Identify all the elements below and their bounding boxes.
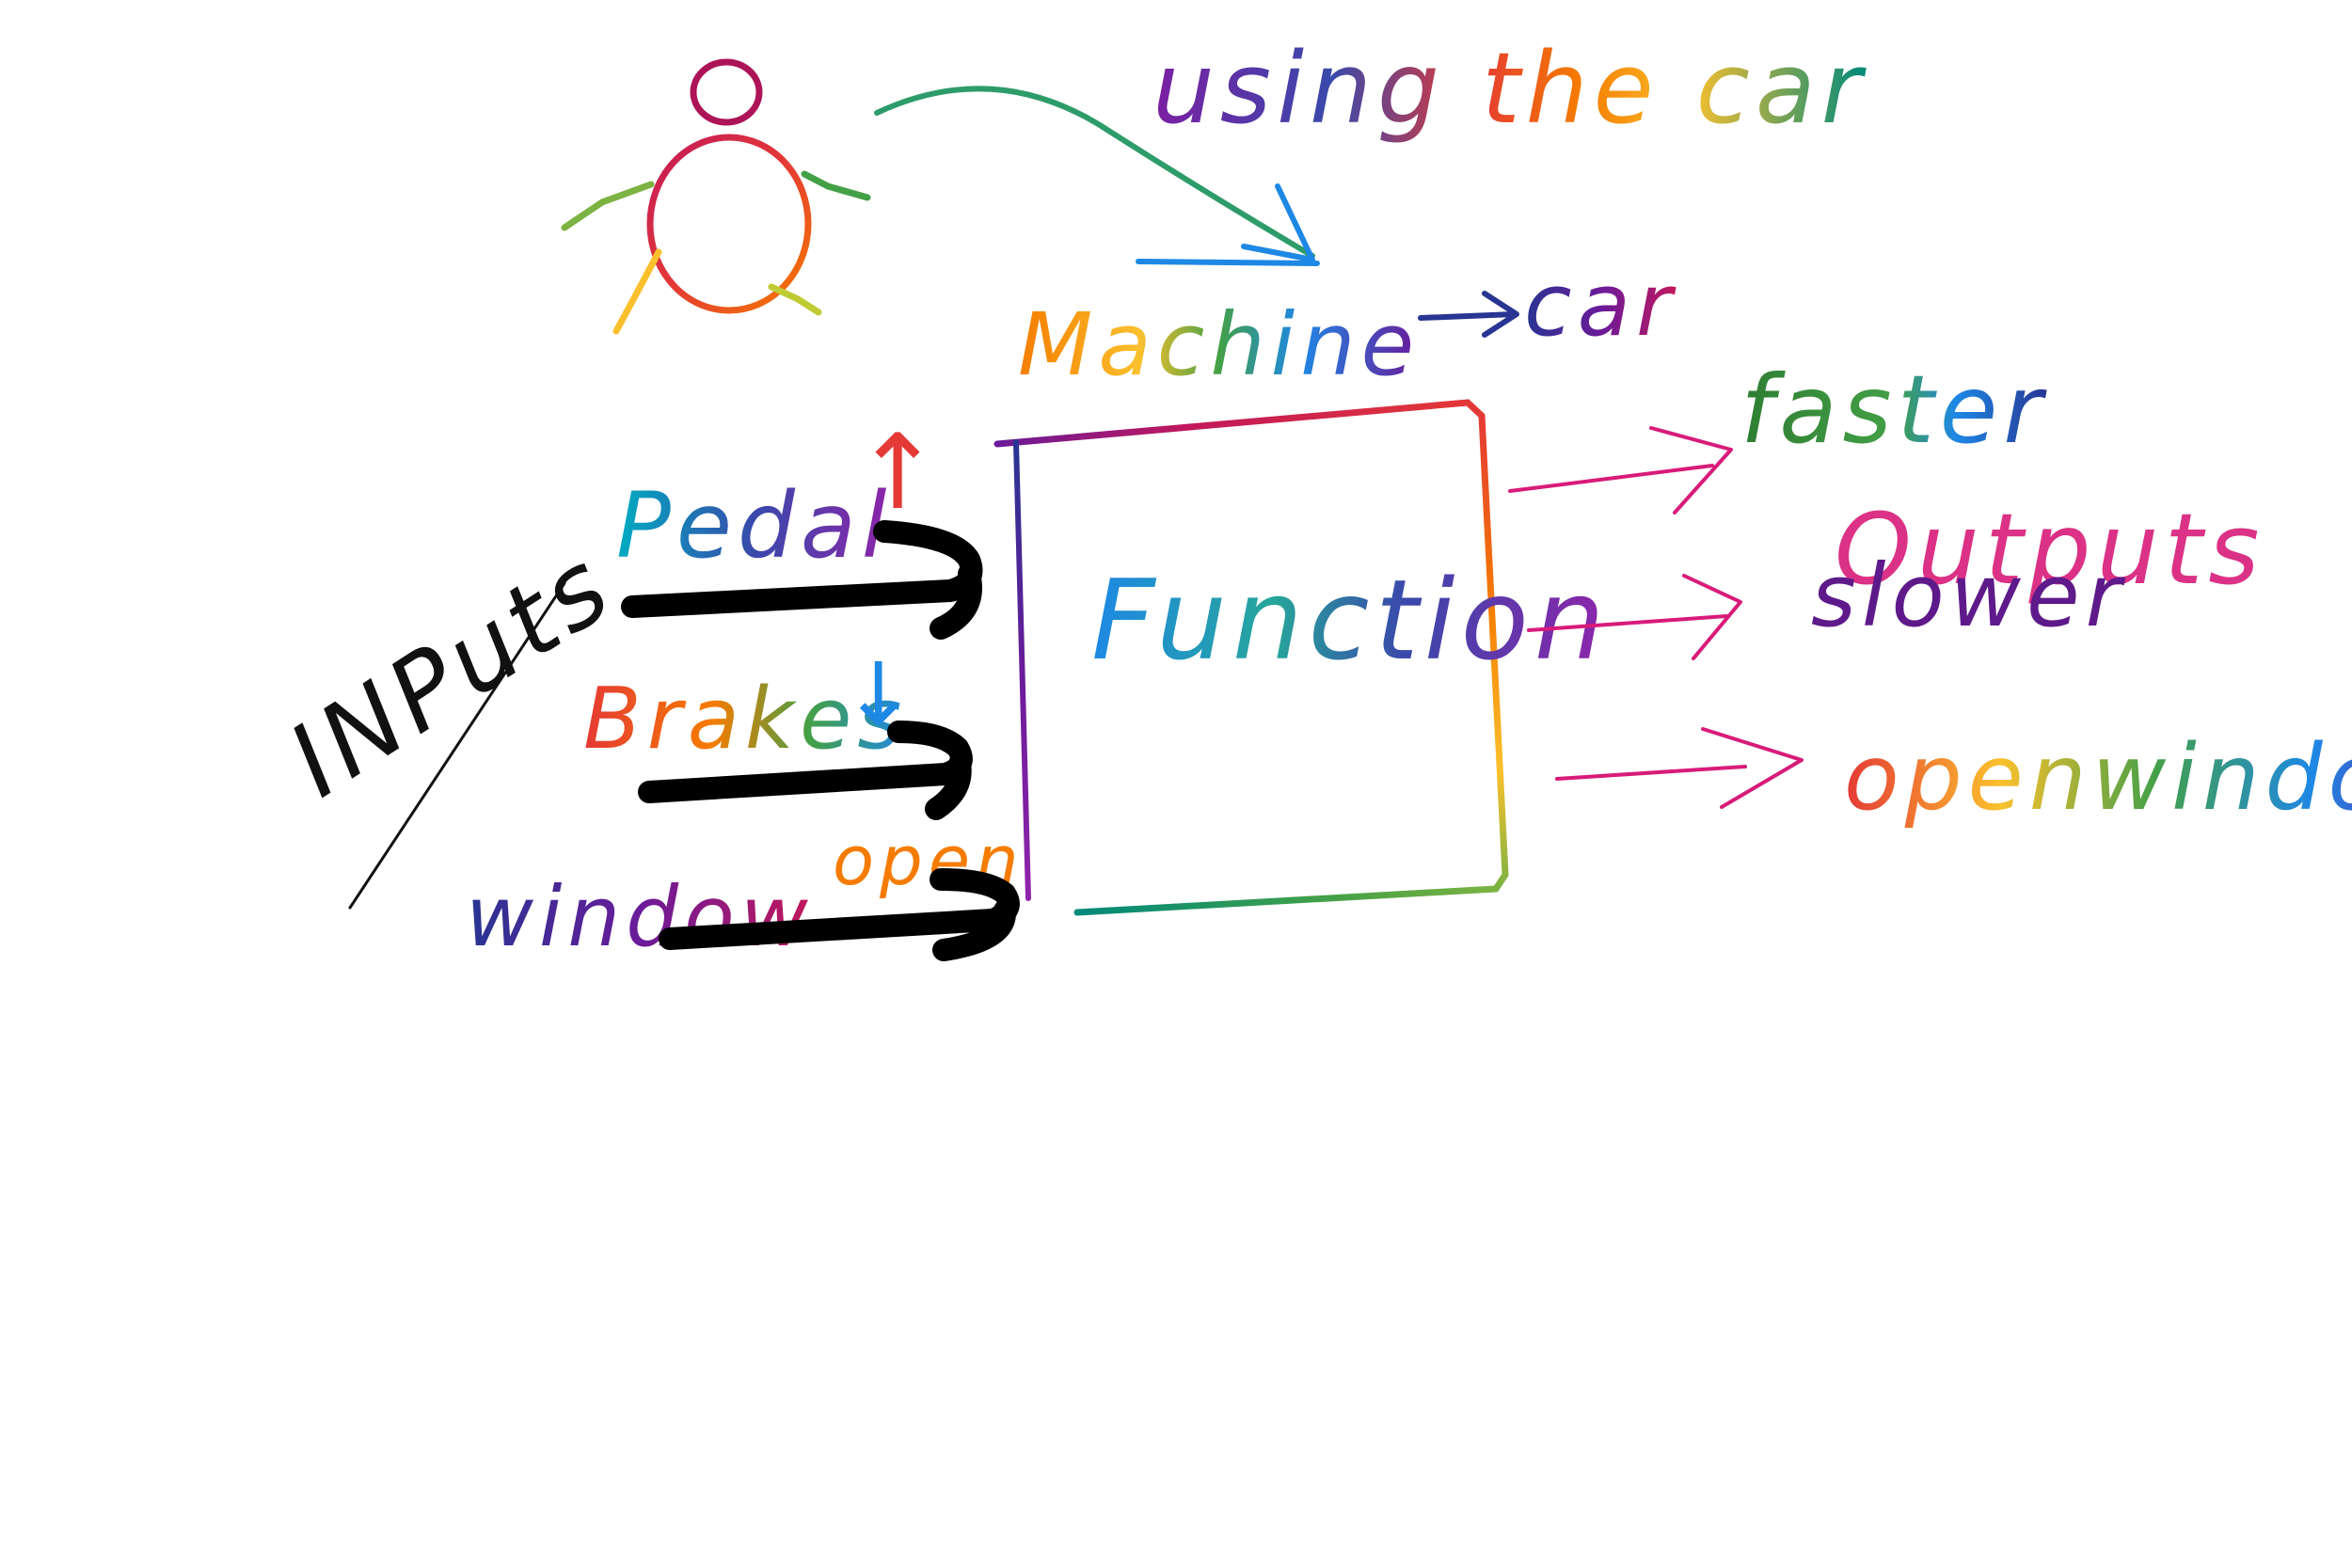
input-row-pedal: Pedal ↑ — [616, 412, 983, 640]
function-box: Function — [993, 399, 1611, 916]
outputs-heading: Outputs — [1835, 492, 2265, 607]
window-input-arrow — [659, 868, 1020, 961]
input-label-pedal: Pedal — [616, 473, 892, 578]
machine-to-car-arrow — [1418, 291, 1519, 338]
diagram-title: using the car — [1152, 31, 1867, 146]
input-label-window: window — [466, 868, 814, 965]
person-left-arm — [561, 181, 655, 231]
input-row-window: window open — [466, 821, 1020, 965]
person-figure — [561, 58, 871, 335]
machine-label: Machine — [1018, 294, 1420, 395]
machine-value: car — [1524, 255, 1677, 356]
inputs-underline — [348, 581, 566, 910]
output-arrow-faster — [1508, 426, 1733, 515]
up-arrow-icon: ↑ — [854, 412, 946, 532]
person-left-leg — [612, 248, 662, 335]
output-label-faster: faster — [1740, 355, 2047, 465]
box-bottom-edge — [1073, 885, 1500, 916]
function-label: Function — [1091, 555, 1611, 685]
person-right-arm — [801, 170, 871, 201]
output-label-openwindow: openwindow — [1844, 725, 2352, 831]
brakes-input-arrow — [638, 721, 973, 820]
box-left-edge — [1013, 439, 1031, 901]
input-row-brakes: Brakes ↓ — [583, 644, 973, 820]
person-body — [646, 134, 812, 314]
inputs-heading: INPuts — [269, 527, 633, 820]
person-right-leg — [768, 283, 822, 316]
pedal-input-arrow — [621, 520, 983, 640]
inputs-heading-group: INPuts — [269, 527, 634, 910]
person-head — [690, 58, 763, 126]
output-label-slower: slower — [1811, 546, 2126, 646]
person-to-machine-arrow — [874, 86, 1320, 266]
box-top-edge — [993, 399, 1486, 448]
box-right-edge — [1478, 412, 1509, 893]
output-arrow-slower — [1527, 574, 1742, 660]
output-arrow-openwindow — [1555, 727, 1804, 809]
output-arrows — [1508, 426, 1804, 809]
input-label-brakes: Brakes — [583, 670, 907, 768]
machine-line: Machine car — [1018, 255, 1677, 395]
